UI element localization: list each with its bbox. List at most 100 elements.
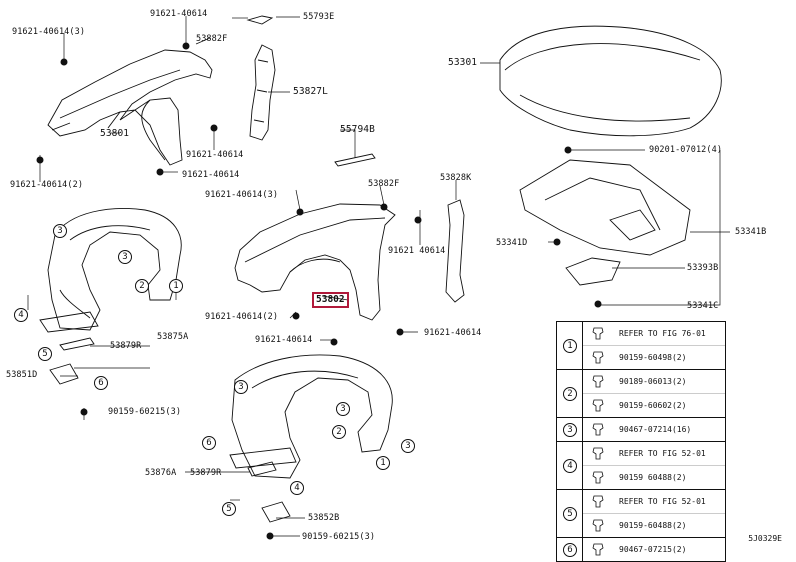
callout-3: 3 bbox=[336, 402, 350, 416]
label-91621-40614-bottom-right: 91621-40614 bbox=[424, 328, 482, 338]
label-91621-40614-2-center: 91621-40614(2) bbox=[205, 312, 279, 322]
fender-liner-lh-drawing bbox=[39, 208, 182, 333]
legend-number-cell: 1 bbox=[557, 322, 583, 369]
legend-callout: 4 bbox=[563, 458, 577, 473]
label-91621-40614-top: 91621-40614 bbox=[150, 9, 208, 19]
label-53879r-lower: 53879R bbox=[190, 468, 222, 478]
callout-2: 2 bbox=[135, 279, 149, 293]
label-91621-40614-bottom: 91621-40614 bbox=[255, 335, 313, 345]
label-53341d: 53341D bbox=[496, 238, 528, 248]
legend-row: 90467-07214(16) bbox=[583, 418, 725, 441]
fender-lh-drawing bbox=[47, 49, 213, 166]
label-53828k: 53828K bbox=[440, 173, 472, 183]
hood-drawing bbox=[499, 25, 722, 137]
label-53341c: 53341C bbox=[687, 301, 719, 311]
fender-liner-rh-drawing bbox=[229, 354, 393, 479]
legend-callout: 3 bbox=[563, 422, 577, 437]
legend-part-text: 90189-06013(2) bbox=[619, 377, 687, 386]
legend-part-text: 90159-60498(2) bbox=[619, 353, 687, 362]
label-53875a: 53875A bbox=[157, 332, 189, 342]
label-53879r-upper: 53879R bbox=[110, 341, 142, 351]
label-91621-40614-lower-upper: 91621-40614 bbox=[182, 170, 240, 180]
legend-callout: 5 bbox=[563, 506, 577, 521]
push-rivet-icon bbox=[592, 543, 604, 556]
bracket-53851d-drawing bbox=[49, 363, 79, 385]
callout-3: 3 bbox=[234, 380, 248, 394]
legend-number-cell: 3 bbox=[557, 418, 583, 441]
legend-part-text: 90467-07215(2) bbox=[619, 545, 687, 554]
label-90159-60215-3-upper: 90159-60215(3) bbox=[108, 407, 182, 417]
legend-row: 90159-60488(2) bbox=[583, 514, 725, 537]
label-53301: 53301 bbox=[448, 57, 478, 68]
refer-clip-icon bbox=[592, 327, 604, 340]
label-91621-40614-right: 91621 40614 bbox=[388, 246, 446, 256]
legend-part-text: REFER TO FIG 52-01 bbox=[619, 449, 706, 458]
legend-number-cell: 6 bbox=[557, 538, 583, 561]
legend-callout: 6 bbox=[563, 542, 577, 557]
bracket-53879r-a-drawing bbox=[59, 337, 95, 351]
legend-number-cell: 5 bbox=[557, 490, 583, 537]
bracket-53879r-b-drawing bbox=[247, 461, 277, 477]
callout-6: 6 bbox=[202, 436, 216, 450]
callout-6: 6 bbox=[94, 376, 108, 390]
callout-3: 3 bbox=[401, 439, 415, 453]
label-91621-40614-3-upper: 91621-40614(3) bbox=[12, 27, 86, 37]
legend-row: 90159-60602(2) bbox=[583, 394, 725, 417]
label-53341b: 53341B bbox=[735, 227, 767, 237]
legend-group: 2 90189-06013(2) 90159-60602(2) bbox=[557, 370, 725, 418]
label-55793e: 55793E bbox=[303, 12, 335, 22]
legend-row: REFER TO FIG 76-01 bbox=[583, 322, 725, 346]
label-53876a: 53876A bbox=[145, 468, 177, 478]
label-55794b: 55794B bbox=[340, 124, 375, 135]
leader-lines bbox=[27, 16, 730, 537]
legend-callout: 1 bbox=[563, 338, 577, 353]
legend-callout: 2 bbox=[563, 386, 577, 401]
fender-liner-strip-rh-drawing bbox=[445, 199, 465, 303]
label-53801: 53801 bbox=[100, 128, 130, 139]
refer-clip-icon bbox=[592, 495, 604, 508]
legend-row: 90159-60498(2) bbox=[583, 346, 725, 369]
callout-4: 4 bbox=[14, 308, 28, 322]
label-53852b: 53852B bbox=[308, 513, 340, 523]
clip-icon bbox=[592, 351, 604, 364]
legend-row: REFER TO FIG 52-01 bbox=[583, 490, 725, 514]
legend-group: 3 90467-07214(16) bbox=[557, 418, 725, 442]
refer-clip-icon bbox=[592, 447, 604, 460]
callout-4: 4 bbox=[290, 481, 304, 495]
callout-1: 1 bbox=[169, 279, 183, 293]
legend-group: 5 REFER TO FIG 52-01 90159-60488(2) bbox=[557, 490, 725, 538]
legend-row: REFER TO FIG 52-01 bbox=[583, 442, 725, 466]
callout-5: 5 bbox=[222, 502, 236, 516]
clip-icon bbox=[592, 519, 604, 532]
clip-icon bbox=[592, 375, 604, 388]
label-90159-60215-3-lower: 90159-60215(3) bbox=[302, 532, 376, 542]
label-91621-40614-2-upper: 91621-40614(2) bbox=[10, 180, 84, 190]
callout-3: 3 bbox=[118, 250, 132, 264]
exploded-view-drawing bbox=[27, 15, 730, 540]
legend-group: 6 90467-07215(2) bbox=[557, 538, 725, 561]
seal-drawing bbox=[334, 153, 376, 167]
callout-5: 5 bbox=[38, 347, 52, 361]
legend-part-text: 90159 60488(2) bbox=[619, 473, 687, 482]
legend-group: 1 REFER TO FIG 76-01 90159-60498(2) bbox=[557, 322, 725, 370]
label-53882f-center: 53882F bbox=[368, 179, 400, 189]
legend-part-text: REFER TO FIG 52-01 bbox=[619, 497, 706, 506]
label-90201-07012-4: 90201-07012(4) bbox=[649, 145, 723, 155]
parts-diagram: 91621-40614(3) 91621-40614 55793E 53882F… bbox=[6, 9, 782, 562]
clip-icon bbox=[592, 471, 604, 484]
label-91621-40614-mid-upper: 91621-40614 bbox=[186, 150, 244, 160]
label-53882f-upper: 53882F bbox=[196, 34, 228, 44]
legend-row: 90467-07215(2) bbox=[583, 538, 725, 561]
fastener-legend-table: 1 REFER TO FIG 76-01 90159-60498(2) 2 90189-… bbox=[556, 321, 726, 562]
callout-3: 3 bbox=[53, 224, 67, 238]
legend-number-cell: 4 bbox=[557, 442, 583, 489]
legend-part-text: 90159-60602(2) bbox=[619, 401, 687, 410]
label-91621-40614-3-center: 91621-40614(3) bbox=[205, 190, 279, 200]
callout-1: 1 bbox=[376, 456, 390, 470]
label-53802-highlighted[interactable]: 53802 bbox=[312, 292, 349, 308]
label-53851d: 53851D bbox=[6, 370, 38, 380]
legend-part-text: 90467-07214(16) bbox=[619, 425, 692, 434]
clip-icon bbox=[592, 399, 604, 412]
legend-part-text: 90159-60488(2) bbox=[619, 521, 687, 530]
bracket-53852b-drawing bbox=[261, 501, 291, 523]
